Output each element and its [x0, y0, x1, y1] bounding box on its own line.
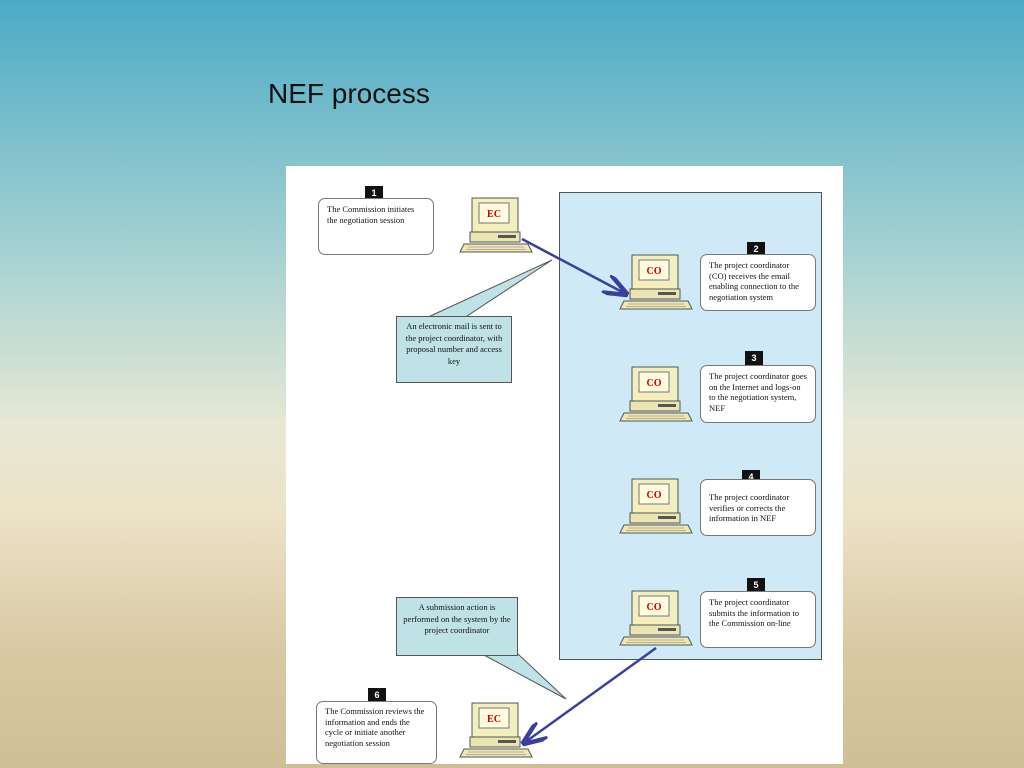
co-computer-step3: CO: [618, 365, 694, 425]
step-6-number: 6: [368, 688, 386, 702]
ec-computer-bottom: EC: [458, 701, 534, 761]
email-callout: An electronic mail is sent to the projec…: [396, 316, 512, 383]
computer-icon: CO: [619, 254, 693, 310]
co-computer-step2: CO: [618, 253, 694, 313]
step-3-number: 3: [745, 351, 763, 365]
co-computer-step5: CO: [618, 589, 694, 649]
step-1-number: 1: [365, 186, 383, 200]
step-3-box: The project coordinator goes on the Inte…: [700, 365, 816, 423]
co-label: CO: [647, 490, 662, 501]
step-6-box: The Commission reviews the information a…: [316, 701, 437, 764]
computer-icon: CO: [619, 366, 693, 422]
slide-title: NEF process: [268, 78, 430, 109]
email-callout-pointer: [425, 259, 553, 319]
step-5-number: 5: [747, 578, 765, 592]
computer-icon: EC: [459, 702, 533, 758]
ec-label: EC: [487, 714, 501, 725]
step-2-box: The project coordinator (CO) receives th…: [700, 254, 816, 311]
computer-icon: CO: [619, 478, 693, 534]
process-diagram: 1 The Commission initiates the negotiati…: [286, 166, 843, 764]
co-label: CO: [647, 378, 662, 389]
submission-arrow: [524, 646, 657, 743]
ec-computer-top: EC: [458, 196, 534, 256]
co-label: CO: [647, 266, 662, 277]
co-label: CO: [647, 602, 662, 613]
step-1-box: The Commission initiates the negotiation…: [318, 198, 434, 255]
step-2-number: 2: [747, 242, 765, 256]
step-5-box: The project coordinator submits the info…: [700, 591, 816, 648]
co-computer-step4: CO: [618, 477, 694, 537]
submission-callout: A submission action is performed on the …: [396, 597, 518, 656]
computer-icon: EC: [459, 197, 533, 253]
submission-callout-pointer: [481, 653, 567, 700]
email-arrow: [521, 237, 626, 294]
ec-label: EC: [487, 209, 501, 220]
computer-icon: CO: [619, 590, 693, 646]
step-4-box: The project coordinator verifies or corr…: [700, 479, 816, 536]
diagram-connectors: [425, 237, 657, 764]
